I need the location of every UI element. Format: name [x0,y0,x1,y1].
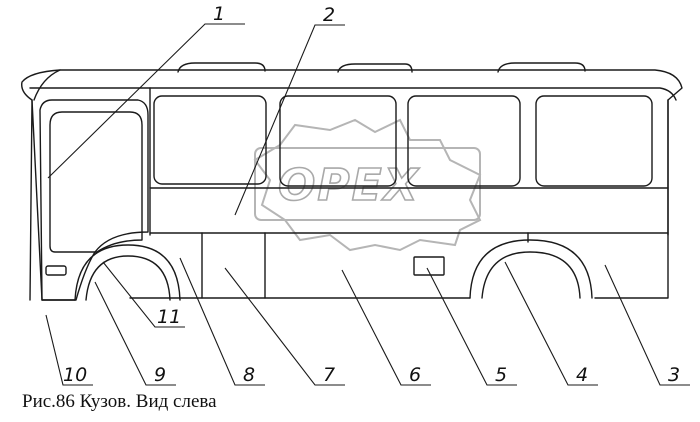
callout-11: 11 [157,306,181,328]
rear-wheel-arch [469,239,593,299]
figure-caption: Рис.86 Кузов. Вид слева [22,391,217,412]
body-outline [21,69,683,301]
callout-2: 2 [323,4,335,26]
callout-8: 8 [243,364,255,386]
roof-hatches [177,62,586,73]
callout-5: 5 [495,364,507,386]
leader-lines [45,23,690,386]
front-wheel-arch [74,244,181,301]
side-windows [153,95,653,187]
callout-labels: 1 2 3 4 5 6 7 8 9 10 11 [63,3,680,386]
callout-6: 6 [409,364,421,386]
callout-3: 3 [668,364,680,386]
watermark: OPEX [253,118,482,252]
callout-7: 7 [323,364,335,386]
callout-4: 4 [576,364,588,386]
callout-10: 10 [63,364,87,386]
callout-9: 9 [154,364,166,386]
callout-1: 1 [213,3,225,25]
lower-panels [201,232,529,299]
front-door [39,99,149,301]
